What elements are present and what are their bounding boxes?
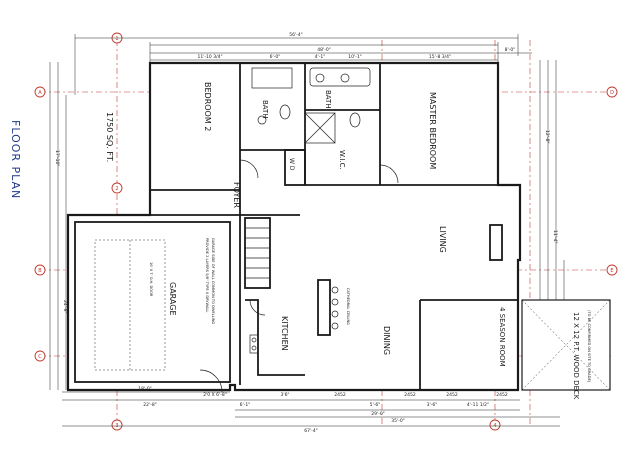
dim-label: 11'-10 3/4" (197, 54, 222, 60)
dim-label: 6'-0" (270, 54, 281, 60)
grid-marker-label: C (38, 354, 42, 360)
room-label-dining: DINING (382, 326, 391, 355)
dim-label: 6'-1" (240, 402, 251, 408)
grid-marker: 3 (111, 419, 123, 431)
dim-label: 35'-0" (391, 418, 405, 424)
grid-marker-label: E (610, 268, 613, 274)
dim-label: 2452 (334, 392, 346, 398)
plan-title: FLOOR PLAN (9, 120, 22, 199)
exterior-walls (66, 61, 522, 392)
dim-label: 5'-6" (370, 402, 381, 408)
plan-area: 1750 SQ. FT. (105, 112, 114, 162)
dim-label: 48'-0" (317, 47, 331, 53)
dim-label: 24'-8" (62, 300, 68, 314)
grid-marker-label: 2 (115, 186, 118, 192)
dim-label: 56'-4" (289, 32, 303, 38)
grid-marker: 4 (489, 419, 501, 431)
grid-marker: 2 (111, 182, 123, 194)
room-label-bedroom2: BEDROOM 2 (203, 82, 212, 131)
room-label-bath2: BATH (324, 90, 332, 109)
grid-marker: D (606, 86, 618, 98)
room-label-bath1: BATH (261, 100, 269, 119)
room-label-garage: GARAGE (168, 282, 177, 316)
dim-label: 3'6" (280, 392, 289, 398)
room-label-foyer: FOYER (232, 182, 241, 208)
dim-label: 11'-4" (552, 230, 558, 244)
room-label-wd: W D (288, 158, 295, 171)
dim-label: 67'-4" (304, 428, 318, 434)
dim-label: 4'-11 1/2" (467, 402, 489, 408)
grid-marker: E (606, 264, 618, 276)
dim-label: 8'-0" (505, 47, 516, 53)
room-label-season: 4 SEASON ROOM (498, 307, 506, 367)
grid-marker-label: 1 (115, 36, 118, 42)
note-deck: (TO BE CONFIRMED ON SITE TO GRADE) (587, 310, 591, 383)
dim-label: 2452 (446, 392, 458, 398)
room-label-kitchen: KITCHEN (280, 316, 289, 351)
room-label-living: LIVING (438, 226, 447, 253)
grid-marker: C (34, 350, 46, 362)
dim-label: 17'-10" (54, 150, 60, 166)
dim-label: 15'-8 3/4" (429, 54, 451, 60)
fixtures (199, 67, 399, 393)
garage-door-outline (94, 239, 166, 371)
dim-label: 4'-1" (315, 54, 326, 60)
grid-marker-label: A (38, 90, 42, 96)
dim-label: 2452 (404, 392, 416, 398)
dim-label: 29'-0" (371, 411, 385, 417)
dimension-labels: 56'-4" 48'-0" 11'-10 3/4" 6'-0" 4'-1" 10… (54, 32, 558, 434)
note-cathedral: CATHEDRAL CEILING (346, 288, 350, 325)
dim-label: 18'-0" (138, 386, 152, 392)
note-garage-door: 16' X 7' O.H. DOOR (149, 262, 153, 297)
note-garage-2: GARAGE SIDE OF WALL COMMON TO DWELLING (211, 238, 215, 324)
dim-label: 3'-6" (427, 402, 438, 408)
deck (521, 299, 611, 391)
grid-marker-label: D (610, 90, 614, 96)
dim-label: 2452 (496, 392, 508, 398)
room-label-wic: W.I.C. (338, 150, 346, 170)
grid-marker: A (34, 86, 46, 98)
grid-marker: B (34, 264, 46, 276)
dim-label: 12'-8" (544, 130, 550, 144)
grid-marker-label: B (38, 268, 42, 274)
dim-label: 2'0 X 6'-8" (203, 392, 227, 398)
dim-label: 10'-1" (348, 54, 362, 60)
dimension-lines (49, 34, 565, 427)
note-garage-1: PROVIDE 2 LAYERS 5/8" TYPE X DRYWALL (205, 238, 209, 312)
grid-markers: A B C D E 1 2 3 (34, 32, 618, 431)
room-label-master: MASTER BEDROOM (428, 92, 437, 169)
room-label-deck: 12 X 12 P.T. WOOD DECK (572, 312, 580, 400)
dim-label: 22'-8" (143, 402, 157, 408)
